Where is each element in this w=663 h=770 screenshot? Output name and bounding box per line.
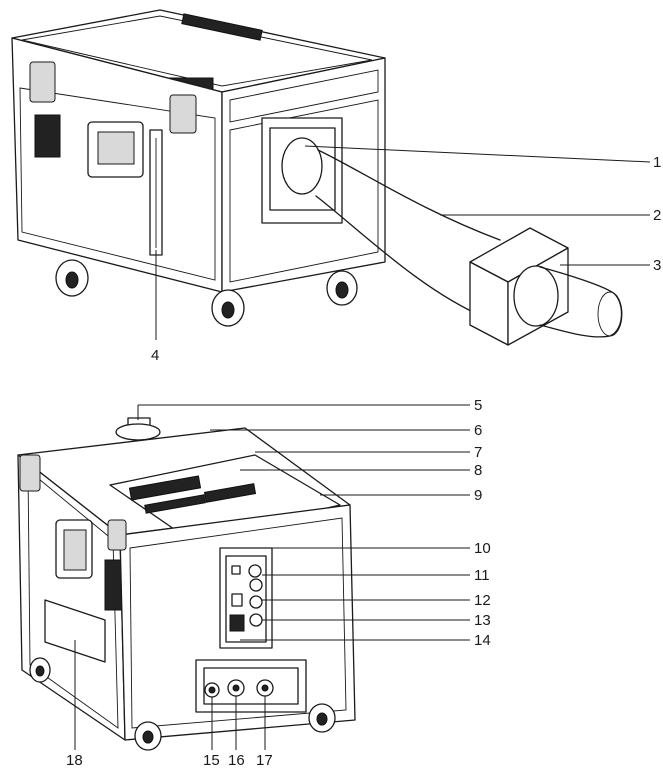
outlet-ring (281, 137, 323, 195)
connector-11 (249, 578, 263, 592)
connector-13 (249, 613, 263, 627)
callout-17: 17 (256, 752, 273, 769)
callout-14: 14 (474, 632, 491, 649)
duct-hose-top (317, 149, 501, 241)
callout-16: 16 (228, 752, 245, 769)
caster-wheel-icon (326, 270, 358, 306)
callout-3: 3 (653, 257, 661, 274)
callout-13: 13 (474, 612, 491, 629)
power-inlet (229, 614, 245, 632)
label-plate (44, 599, 106, 663)
callout-5: 5 (474, 397, 482, 414)
callout-2: 2 (653, 207, 661, 224)
front-vent-icon (34, 114, 61, 158)
callout-18: 18 (66, 752, 83, 769)
machine-rear-view (17, 417, 356, 751)
switch-10 (231, 565, 241, 575)
callout-15: 15 (203, 752, 220, 769)
caster-wheel-icon (29, 657, 51, 683)
caster-wheel-icon (55, 259, 89, 297)
callout-4: 4 (151, 347, 159, 364)
caster-wheel-icon (211, 289, 245, 327)
callout-9: 9 (474, 487, 482, 504)
latch-icon (169, 94, 197, 134)
callout-11: 11 (474, 567, 490, 584)
callout-1: 1 (653, 154, 661, 171)
callout-12: 12 (474, 592, 491, 609)
latch-icon (29, 61, 56, 103)
latch-icon (107, 519, 127, 551)
duct-hose-bottom (315, 195, 487, 319)
callout-7: 7 (474, 444, 482, 461)
caster-wheel-icon (308, 703, 336, 733)
callout-8: 8 (474, 462, 482, 479)
callout-10: 10 (474, 540, 491, 557)
connector-10 (248, 564, 262, 578)
caster-wheel-icon (134, 721, 162, 751)
callout-6: 6 (474, 422, 482, 439)
power-switch (231, 593, 243, 607)
machine-front-view (11, 9, 623, 346)
latch-icon (19, 454, 41, 492)
connector-12 (249, 595, 263, 609)
